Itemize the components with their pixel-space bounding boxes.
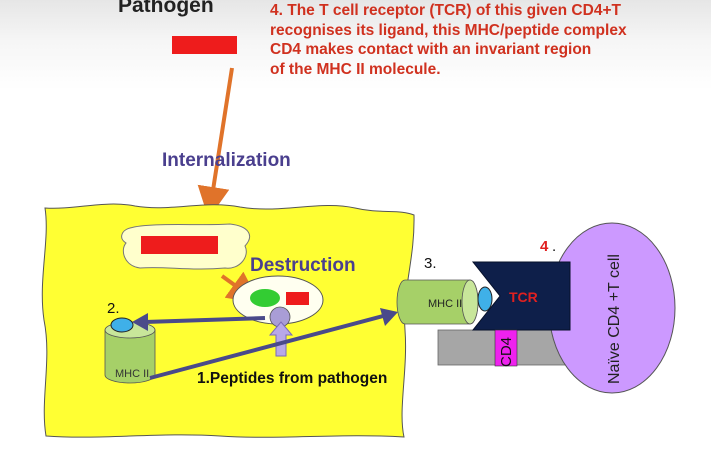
peptide-right — [477, 286, 493, 312]
step-3-label: 3. — [424, 255, 437, 272]
caption-line: recognises its ligand, this MHC/peptide … — [270, 21, 627, 39]
caption-line: 4. The T cell receptor (TCR) of this giv… — [270, 2, 621, 19]
step-2-label: 2. — [107, 300, 120, 317]
naive-t-cell-label: Naïve CD4 +T cell — [606, 254, 623, 384]
pathogen-label: Pathogen — [118, 0, 214, 17]
internalization-label: Internalization — [162, 150, 291, 171]
caption-line: CD4 makes contact with an invariant regi… — [270, 41, 592, 58]
step-4-label: 4 — [540, 238, 549, 255]
step-4-dot: . — [552, 238, 557, 255]
peptide-to-mhc-left-head — [132, 313, 148, 331]
internalized-pathogen — [141, 236, 218, 254]
pathogen-fragment-green — [250, 289, 280, 307]
internalization-arrow — [197, 67, 234, 219]
cd4-coreceptor — [494, 329, 518, 367]
mhc-left-to-surface-arrow — [149, 314, 384, 380]
pathogen-fragment-red — [286, 292, 309, 305]
peptide-left — [110, 317, 134, 333]
caption-text: 4. The T cell receptor (TCR) of this giv… — [270, 1, 627, 79]
peptide-up-arrow — [268, 321, 294, 357]
destruction-label: Destruction — [250, 255, 356, 276]
tcr-label: TCR — [509, 289, 538, 305]
caption-line: of the MHC II molecule. — [270, 60, 441, 78]
cd4-label: CD4 — [498, 336, 515, 367]
tcr-receptor — [471, 261, 571, 331]
mhc2-left-label: MHC II — [115, 368, 150, 380]
pathogen-bar — [172, 36, 237, 54]
peptide-to-mhc-left-arrow — [144, 316, 266, 324]
mhc2-cylinder-right — [396, 279, 479, 325]
mhc2-right-label: MHC II — [428, 298, 463, 310]
peptides-label: 1.Peptides from pathogen — [197, 370, 388, 387]
header-gradient — [0, 0, 711, 120]
mhc-left-to-surface-head — [380, 308, 398, 326]
